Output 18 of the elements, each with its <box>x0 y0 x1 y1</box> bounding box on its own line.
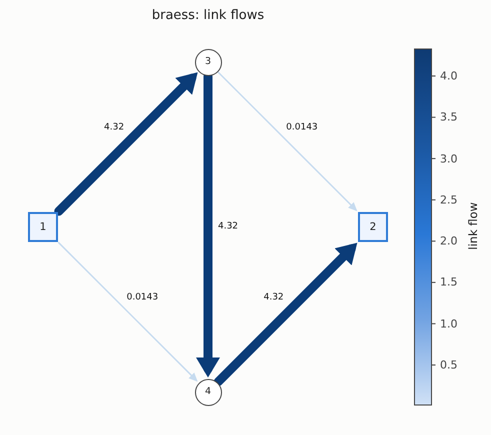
tick-label: 3.5 <box>440 110 458 124</box>
circle-node: 3 <box>194 48 222 76</box>
tick-label: 3.0 <box>440 152 458 166</box>
tick-label: 4.0 <box>440 70 458 82</box>
arrow <box>214 242 358 386</box>
tick-label: 0.5 <box>440 358 458 372</box>
tick-label: 2.5 <box>440 193 458 206</box>
square-node: 1 <box>28 212 58 242</box>
tick-label: 2.0 <box>440 234 458 248</box>
arrow <box>58 242 198 382</box>
tick-label: 1.0 <box>440 317 458 330</box>
diagram-title: braess: link flows <box>152 8 264 24</box>
tick-label: 1.5 <box>440 276 458 289</box>
arrow <box>218 72 358 212</box>
arrow <box>54 72 198 216</box>
square-node: 2 <box>358 212 388 242</box>
circle-node: 4 <box>194 378 222 406</box>
axis-label: link flow <box>466 202 480 250</box>
